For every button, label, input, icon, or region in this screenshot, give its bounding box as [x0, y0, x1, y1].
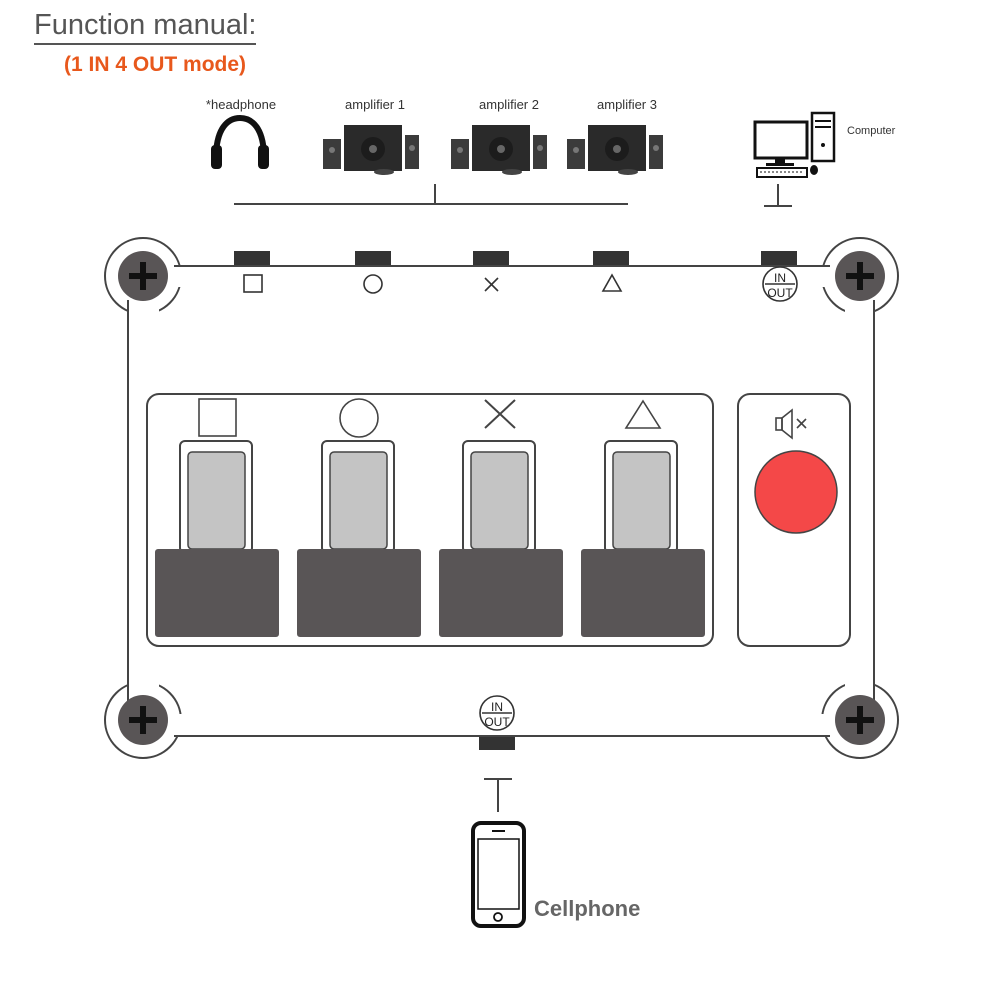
svg-text:OUT: OUT	[767, 286, 793, 300]
computer-connector	[764, 184, 792, 207]
switch-key-circle[interactable]	[297, 440, 421, 637]
headphone-icon	[211, 114, 269, 169]
amplifier-2-label: amplifier 2	[479, 97, 539, 112]
audio-port-cross[interactable]	[473, 251, 509, 265]
in-out-icon: IN OUT	[479, 695, 515, 731]
mute-button[interactable]	[754, 450, 838, 534]
triangle-icon	[624, 399, 662, 429]
amplifier-2-icon	[451, 125, 547, 175]
audio-port-in-out-bottom[interactable]	[479, 737, 515, 750]
audio-port-triangle[interactable]	[593, 251, 629, 265]
cellphone-label: Cellphone	[534, 896, 641, 921]
switch-key-triangle[interactable]	[581, 440, 705, 637]
button-panel	[146, 393, 714, 647]
page-title: Function manual:	[34, 8, 257, 45]
cross-icon	[484, 277, 499, 292]
switch-key-square[interactable]	[155, 440, 279, 637]
amplifier-1-label: amplifier 1	[345, 97, 405, 112]
triangle-icon	[601, 273, 623, 292]
audio-port-square[interactable]	[234, 251, 270, 265]
speaker-mute-icon	[775, 408, 807, 440]
computer-label: Computer	[847, 125, 896, 137]
amplifier-3-icon	[567, 125, 663, 175]
amplifier-1-icon	[323, 125, 419, 175]
output-bus-connector	[234, 184, 628, 205]
square-icon	[198, 398, 237, 437]
screw-icon	[835, 695, 885, 745]
svg-text:IN: IN	[774, 271, 786, 285]
cross-icon	[484, 399, 516, 429]
screw-icon	[118, 251, 168, 301]
circle-icon	[363, 274, 383, 294]
audio-port-circle[interactable]	[355, 251, 391, 265]
screw-icon	[118, 695, 168, 745]
circle-icon	[339, 398, 379, 438]
switch-key-cross[interactable]	[439, 440, 563, 637]
headphone-label: *headphone	[205, 97, 277, 112]
page-subtitle: (1 IN 4 OUT mode)	[64, 53, 247, 76]
svg-text:IN: IN	[491, 700, 503, 714]
switch-body	[104, 237, 899, 759]
svg-text:OUT: OUT	[484, 715, 510, 729]
in-out-icon: IN OUT	[762, 266, 798, 302]
cellphone-connector	[484, 778, 512, 812]
screw-icon	[835, 251, 885, 301]
cellphone-icon	[471, 821, 526, 928]
computer-icon	[753, 111, 836, 178]
amplifier-3-label: amplifier 3	[597, 97, 657, 112]
audio-port-in-out-top[interactable]	[761, 251, 797, 265]
square-icon	[243, 274, 263, 293]
